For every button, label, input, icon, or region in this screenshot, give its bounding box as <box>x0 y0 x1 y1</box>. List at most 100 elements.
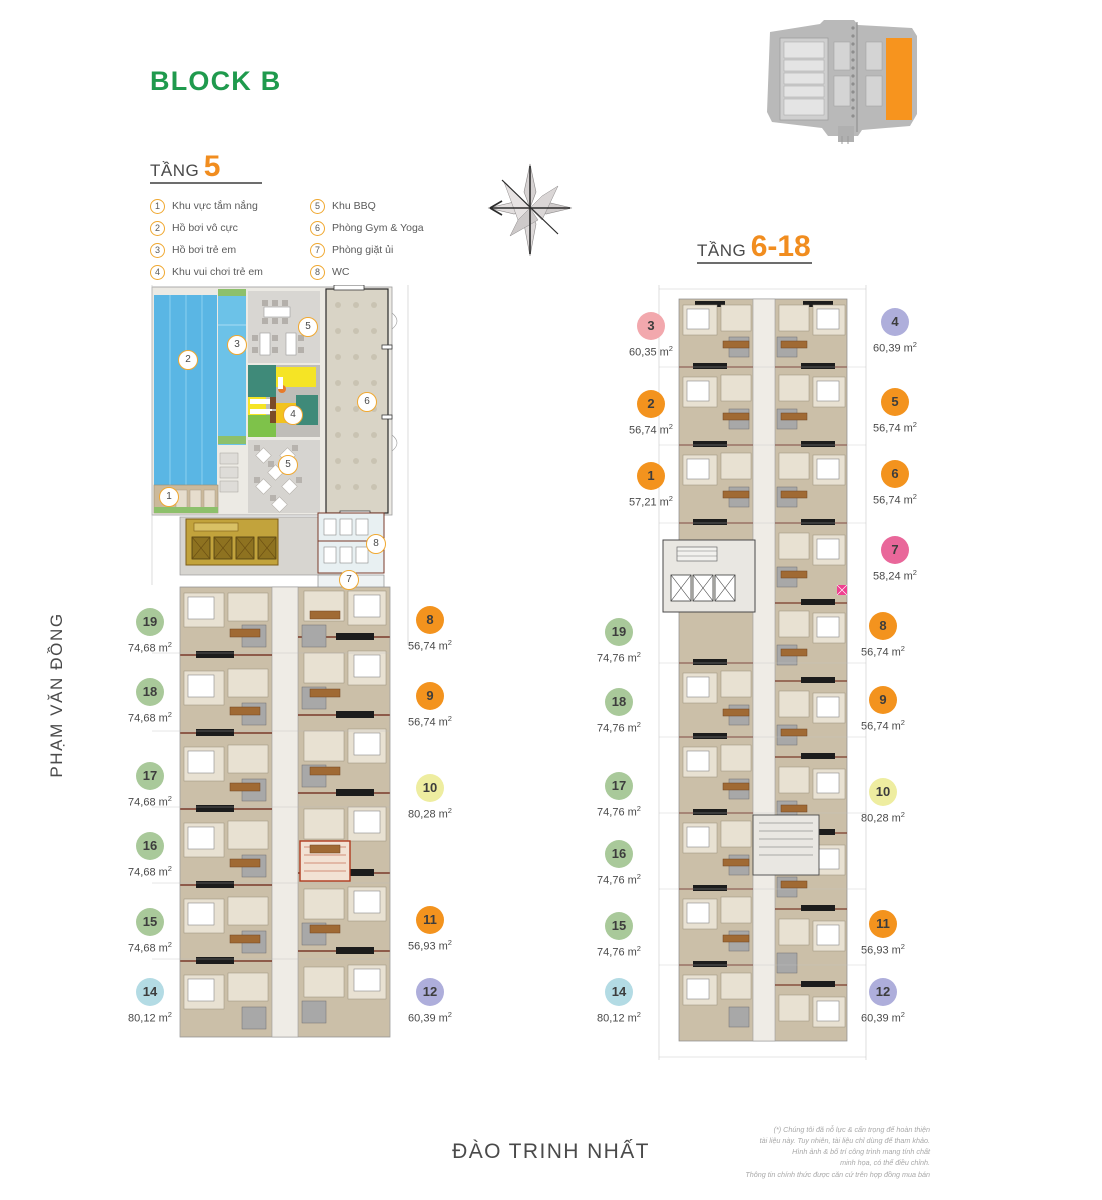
unit-marker[interactable]: 8 56,74 m2 <box>838 612 928 659</box>
unit-marker[interactable]: 11 56,93 m2 <box>385 906 475 953</box>
unit-number: 5 <box>881 388 909 416</box>
unit-marker[interactable]: 15 74,68 m2 <box>105 908 195 955</box>
disclaimer-line: tài liệu này. Tuy nhiên, tài liệu chỉ dù… <box>759 1136 930 1146</box>
unit-marker[interactable]: 14 80,12 m2 <box>574 978 664 1025</box>
unit-area: 80,28 m2 <box>408 806 452 821</box>
amenity-callout-4: 4 <box>283 405 303 425</box>
legend-label: Phòng giặt ủi <box>332 244 394 256</box>
unit-number: 9 <box>416 682 444 710</box>
unit-number: 15 <box>136 908 164 936</box>
unit-marker[interactable]: 18 74,68 m2 <box>105 678 195 725</box>
legend-badge-icon: 6 <box>310 220 325 236</box>
unit-marker[interactable]: 9 56,74 m2 <box>385 682 475 729</box>
legend-badge-icon: 8 <box>310 264 325 280</box>
unit-marker[interactable]: 5 56,74 m2 <box>850 388 940 435</box>
floor-prefix: TẦNG <box>150 161 200 180</box>
unit-number: 10 <box>869 778 897 806</box>
legend-badge-icon: 3 <box>150 242 165 258</box>
unit-marker[interactable]: 7 58,24 m2 <box>850 536 940 583</box>
legend-item: 8 WC <box>310 262 424 282</box>
amenity-callout-8: 8 <box>366 534 386 554</box>
site-key-map <box>762 14 922 149</box>
unit-area: 80,28 m2 <box>861 810 905 825</box>
unit-number: 17 <box>605 772 633 800</box>
unit-number: 7 <box>881 536 909 564</box>
unit-marker[interactable]: 12 60,39 m2 <box>385 978 475 1025</box>
unit-marker[interactable]: 12 60,39 m2 <box>838 978 928 1025</box>
block-title: BLOCK B <box>150 66 282 96</box>
street-label-left: PHẠM VĂN ĐỒNG <box>47 612 66 778</box>
unit-area: 56,93 m2 <box>408 938 452 953</box>
unit-area: 57,21 m2 <box>629 494 673 509</box>
unit-number: 11 <box>869 910 897 938</box>
unit-area: 80,12 m2 <box>128 1010 172 1025</box>
unit-area: 56,74 m2 <box>861 644 905 659</box>
unit-area: 56,74 m2 <box>873 492 917 507</box>
street-label-bottom: ĐÀO TRINH NHẤT <box>452 1140 650 1163</box>
disclaimer-line: minh họa, có thể điều chỉnh. <box>840 1158 930 1168</box>
unit-marker[interactable]: 1 57,21 m2 <box>606 462 696 509</box>
legend-label: WC <box>332 266 350 278</box>
unit-area: 60,39 m2 <box>408 1010 452 1025</box>
unit-number: 4 <box>881 308 909 336</box>
unit-marker[interactable]: 16 74,68 m2 <box>105 832 195 879</box>
floor-prefix: TẦNG <box>697 241 747 260</box>
unit-marker[interactable]: 3 60,35 m2 <box>606 312 696 359</box>
unit-number: 19 <box>136 608 164 636</box>
unit-marker[interactable]: 14 80,12 m2 <box>105 978 195 1025</box>
unit-area: 60,39 m2 <box>873 340 917 355</box>
unit-marker[interactable]: 15 74,76 m2 <box>574 912 664 959</box>
amenity-callout-7: 7 <box>339 570 359 590</box>
floor-plan-right <box>655 285 870 1060</box>
unit-marker[interactable]: 8 56,74 m2 <box>385 606 475 653</box>
unit-number: 12 <box>416 978 444 1006</box>
unit-area: 74,76 m2 <box>597 720 641 735</box>
unit-area: 56,74 m2 <box>861 718 905 733</box>
floor-label-left-rule <box>150 182 262 184</box>
floor-number: 5 <box>203 150 221 183</box>
unit-number: 19 <box>605 618 633 646</box>
legend-item: 5 Khu BBQ <box>310 196 424 216</box>
legend-label: Hồ bơi vô cực <box>172 222 238 234</box>
unit-number: 3 <box>637 312 665 340</box>
unit-number: 6 <box>881 460 909 488</box>
legend-item: 1 Khu vực tắm nắng <box>150 196 263 216</box>
unit-area: 58,24 m2 <box>873 568 917 583</box>
unit-marker[interactable]: 10 80,28 m2 <box>385 774 475 821</box>
amenity-callout-6: 6 <box>357 392 377 412</box>
amenity-callout-1: 1 <box>159 487 179 507</box>
unit-marker[interactable]: 16 74,76 m2 <box>574 840 664 887</box>
unit-marker[interactable]: 18 74,76 m2 <box>574 688 664 735</box>
floor-number: 6-18 <box>750 230 811 263</box>
unit-number: 16 <box>605 840 633 868</box>
unit-number: 17 <box>136 762 164 790</box>
unit-marker[interactable]: 17 74,68 m2 <box>105 762 195 809</box>
unit-area: 56,74 m2 <box>629 422 673 437</box>
unit-number: 2 <box>637 390 665 418</box>
unit-number: 14 <box>605 978 633 1006</box>
unit-number: 11 <box>416 906 444 934</box>
unit-marker[interactable]: 4 60,39 m2 <box>850 308 940 355</box>
unit-marker[interactable]: 9 56,74 m2 <box>838 686 928 733</box>
unit-area: 56,74 m2 <box>873 420 917 435</box>
unit-area: 74,76 m2 <box>597 944 641 959</box>
unit-marker[interactable]: 19 74,76 m2 <box>574 618 664 665</box>
unit-area: 74,68 m2 <box>128 640 172 655</box>
legend-label: Khu vui chơi trẻ em <box>172 266 263 278</box>
unit-area: 74,68 m2 <box>128 864 172 879</box>
unit-marker[interactable]: 11 56,93 m2 <box>838 910 928 957</box>
legend-badge-icon: 5 <box>310 198 325 214</box>
disclaimer-line: (*) Chúng tôi đã nỗ lực & cẩn trọng để h… <box>773 1125 930 1134</box>
legend-column-2: 5 Khu BBQ 6 Phòng Gym & Yoga 7 Phòng giặ… <box>310 196 424 284</box>
unit-marker[interactable]: 6 56,74 m2 <box>850 460 940 507</box>
legend-item: 3 Hồ bơi trẻ em <box>150 240 263 260</box>
unit-marker[interactable]: 2 56,74 m2 <box>606 390 696 437</box>
unit-marker[interactable]: 19 74,68 m2 <box>105 608 195 655</box>
unit-number: 15 <box>605 912 633 940</box>
unit-number: 14 <box>136 978 164 1006</box>
amenity-callout-2: 2 <box>178 350 198 370</box>
unit-marker[interactable]: 10 80,28 m2 <box>838 778 928 825</box>
amenity-callout-3: 3 <box>227 335 247 355</box>
unit-marker[interactable]: 17 74,76 m2 <box>574 772 664 819</box>
